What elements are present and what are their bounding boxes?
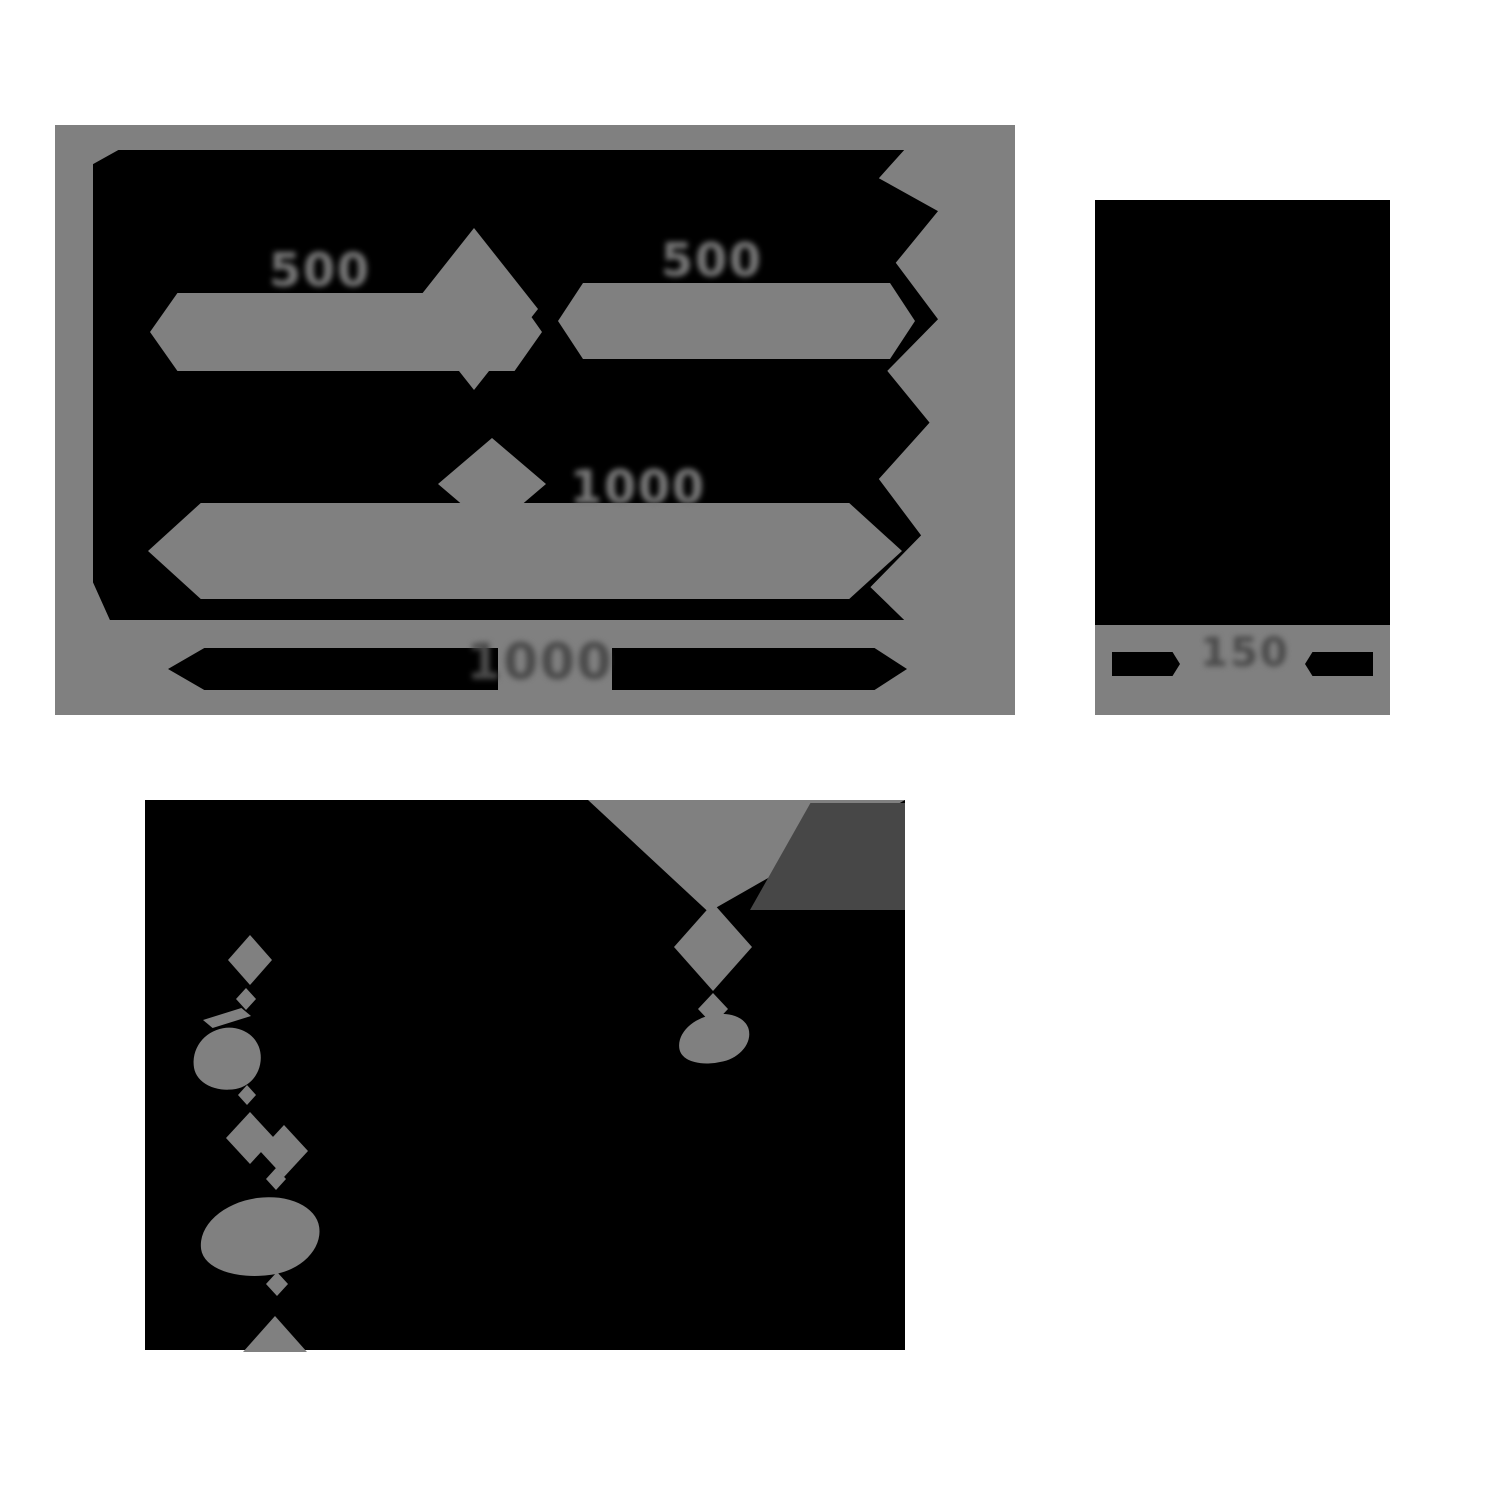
diamond-marker-left-6 bbox=[266, 1272, 288, 1296]
dimension-label-depth: 150 bbox=[1200, 630, 1290, 676]
overall-dim-arrow-right bbox=[612, 648, 907, 690]
diamond-marker-left-1b bbox=[236, 988, 256, 1010]
side-view-body bbox=[1095, 200, 1390, 625]
dimension-label-overall-width: 1000 bbox=[466, 633, 614, 691]
dimension-label-inner-width: 1000 bbox=[569, 460, 707, 514]
dimension-bar-middle bbox=[148, 503, 902, 599]
diamond-marker-left-2 bbox=[238, 1085, 256, 1105]
dimension-label-right: 500 bbox=[660, 233, 764, 287]
dimension-bar-right bbox=[558, 283, 915, 359]
depth-dim-arrow-left bbox=[1112, 652, 1180, 676]
diamond-marker-left-5 bbox=[266, 1168, 286, 1190]
dimension-label-left: 500 bbox=[268, 243, 372, 297]
depth-dim-arrow-right bbox=[1305, 652, 1373, 676]
overall-dim-arrow-left bbox=[168, 648, 498, 690]
